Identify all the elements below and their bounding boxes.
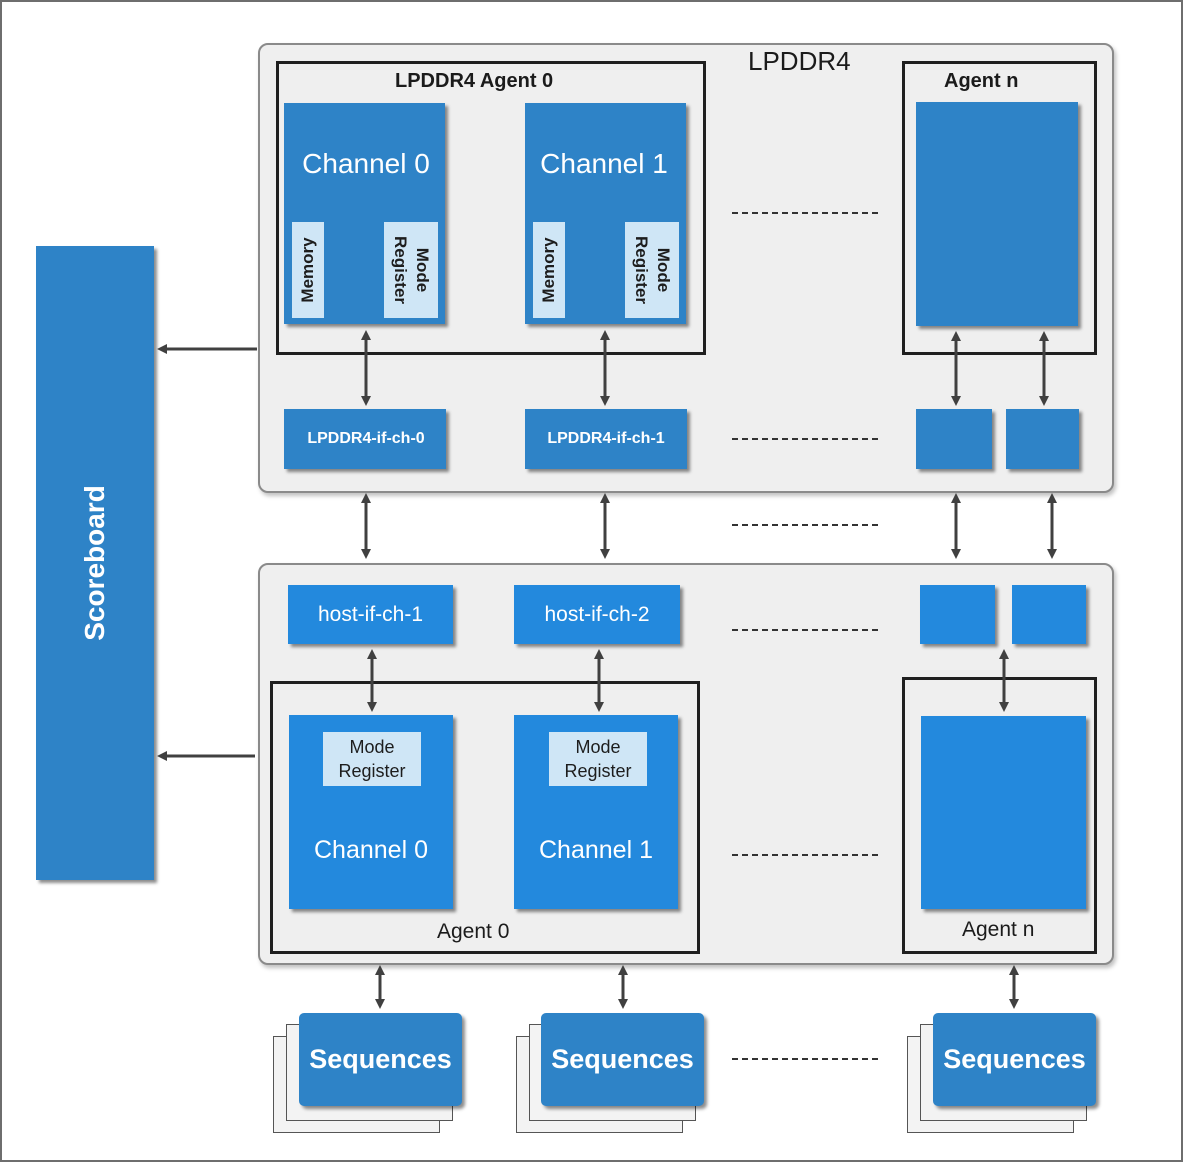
host-agent-0-label: Agent 0	[437, 920, 510, 943]
top-agent-n-block	[916, 102, 1078, 326]
top-channel-1-label: Channel 1	[540, 148, 668, 179]
top-channel-1-memory: Memory	[533, 222, 565, 318]
top-channel-0-mode-register: Mode Register	[384, 222, 438, 318]
ellipsis-dash-4	[732, 629, 878, 631]
ellipsis-dash-5	[732, 854, 878, 856]
mode-label: Mode	[349, 737, 395, 757]
lpddr4-agent-0-box	[276, 61, 706, 355]
register-label: Register	[338, 761, 406, 781]
ellipsis-dash-3	[732, 524, 878, 526]
ellipsis-dash-6	[732, 1058, 878, 1060]
lpddr4-if-ch-0	[284, 409, 446, 469]
bottom-channel-0-mode-register: Mode Register	[323, 732, 421, 786]
lpddr4-agent-n-label: Agent n	[944, 70, 1019, 92]
lpddr4-if-ch-n-b	[1006, 409, 1079, 469]
bottom-agent-n-block	[921, 716, 1086, 909]
host-agent-n-label: Agent n	[962, 918, 1035, 941]
scoreboard: Scoreboard	[36, 246, 154, 880]
host-if-ch-2-label: host-if-ch-2	[544, 603, 650, 626]
host-agent-0-box	[270, 681, 700, 954]
lpddr4-title: LPDDR4	[748, 46, 851, 76]
top-channel-0-memory: Memory	[292, 222, 324, 318]
host-if-ch-1-label: host-if-ch-1	[317, 603, 424, 626]
mode-label: Mode	[575, 737, 621, 757]
bottom-channel-1-label: Channel 1	[539, 836, 653, 864]
top-channel-0-label: Channel 0	[302, 148, 430, 179]
host-if-ch-n-b	[1012, 585, 1086, 644]
lpddr4-if-ch-1	[525, 409, 687, 469]
bottom-channel-0-label: Channel 0	[314, 836, 428, 864]
sequences-block-1: Sequences	[299, 1013, 462, 1106]
sequences-block-n: Sequences	[933, 1013, 1096, 1106]
host-if-ch-n-a	[920, 585, 995, 644]
lpddr4-agent-0-label: LPDDR4 Agent 0	[395, 70, 554, 92]
host-if-ch-2	[514, 585, 680, 644]
host-if-ch-1	[288, 585, 453, 644]
bottom-channel-1-mode-register: Mode Register	[549, 732, 647, 786]
sequences-block-2: Sequences	[541, 1013, 704, 1106]
top-channel-1-mode-register: Mode Register	[625, 222, 679, 318]
register-label: Register	[564, 761, 632, 781]
lpddr4-if-ch-1-label: LPDDR4-if-ch-1	[547, 430, 665, 447]
ellipsis-dash-2	[732, 438, 878, 440]
ellipsis-dash-1	[732, 212, 878, 214]
lpddr4-agent-n-box	[902, 61, 1097, 355]
lpddr4-if-ch-n-a	[916, 409, 992, 469]
lpddr4-if-ch-0-label: LPDDR4-if-ch-0	[307, 430, 425, 447]
